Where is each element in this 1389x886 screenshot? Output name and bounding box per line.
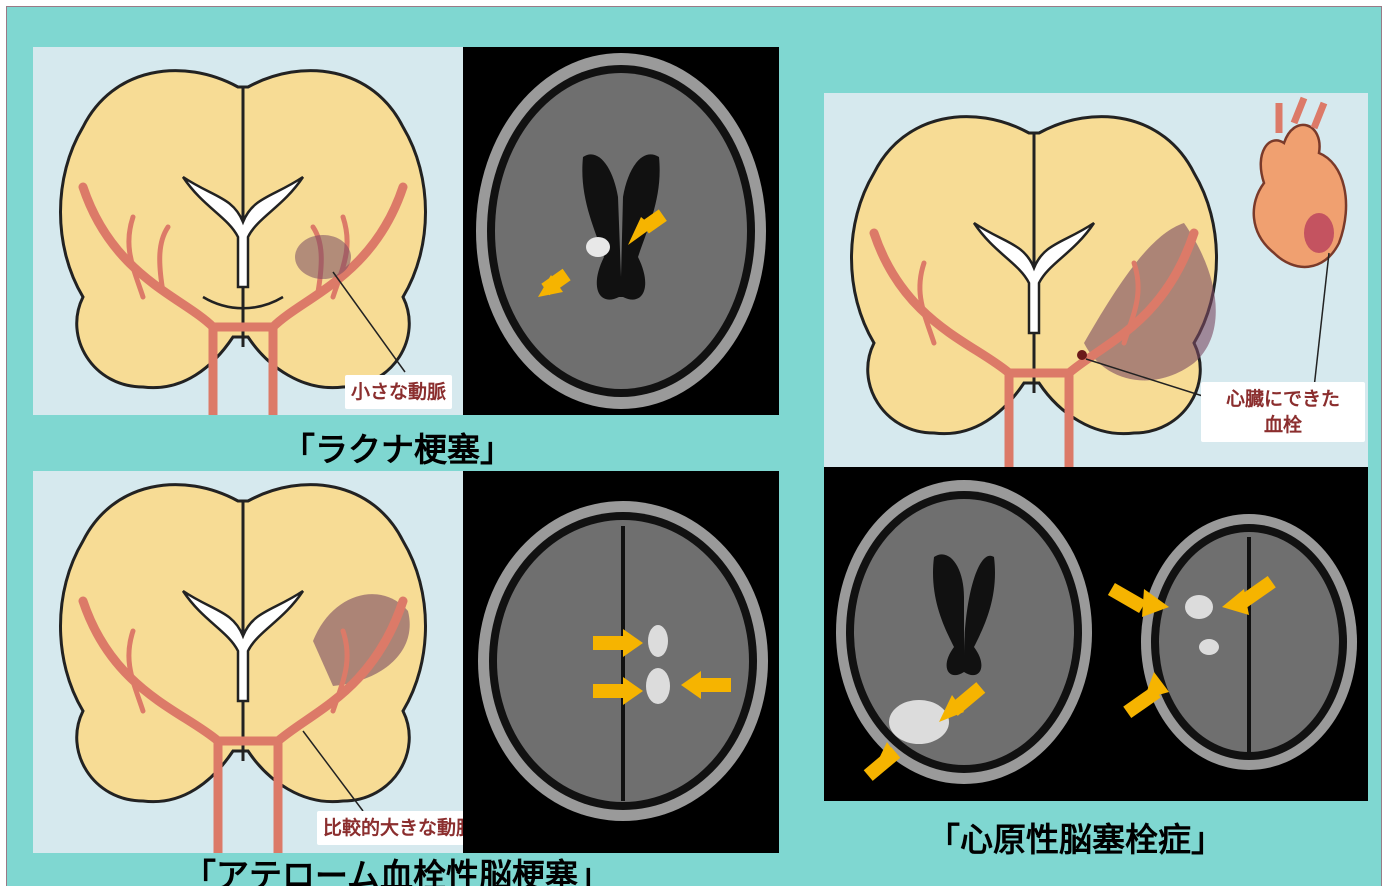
heart-icon [1254,98,1346,267]
embolus-dot [1077,350,1087,360]
cardioembolic-caption: 「心原性脳塞栓症」 [927,813,1224,861]
lacunar-infarct [295,235,351,279]
slide-frame: 小さな動脈 「ラクナ梗塞」 [6,6,1382,886]
large-artery-label: 比較的大きな動脈 [317,811,481,845]
atherothrombotic-mri-scan [463,471,779,853]
lacunar-caption: 「ラクナ梗塞」 [282,423,513,471]
atherothrombotic-brain-illustration [33,471,465,853]
atherothrombotic-caption: 「アテローム血栓性脳梗塞」 [183,849,611,886]
label-line-1: 心臓にできた [1207,386,1359,412]
small-artery-label: 小さな動脈 [345,375,452,409]
label-pointer [1314,253,1329,388]
brain-outline [61,71,426,388]
cardiac-thrombus-label: 心臓にできた 血栓 [1201,382,1365,442]
label-line-2: 血栓 [1207,412,1359,438]
lacunar-brain-illustration [33,47,465,415]
lacunar-mri-scan [463,47,779,415]
cardioembolic-mri-scan [824,467,1368,801]
